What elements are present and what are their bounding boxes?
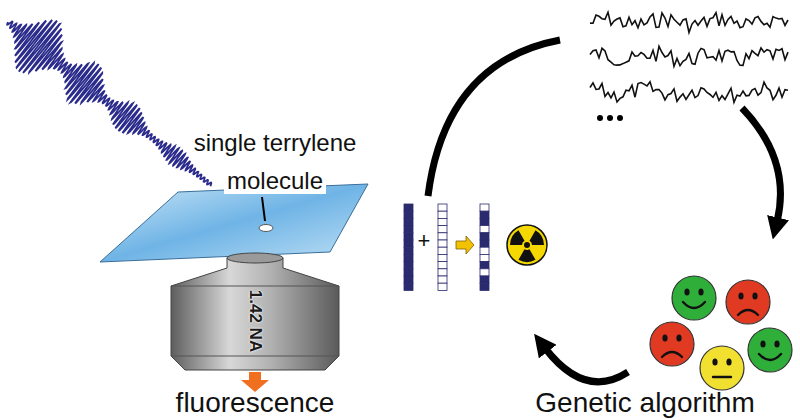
gene-cell [404,269,413,276]
radiation-symbol [507,225,547,265]
gene-cell [480,240,489,247]
gene-cell [438,218,447,225]
face-disc [700,346,744,390]
leader-line [262,197,265,221]
ellipsis-dots [597,115,623,121]
glass-slide [100,184,368,262]
gene-cell [480,211,489,218]
face-mouth [738,310,758,315]
fluorescence-label: fluorescence [120,388,390,418]
crossover-arrow [456,236,474,254]
chromosome-bars [404,204,489,290]
gene-cell [404,240,413,247]
waveform-trace [590,12,788,32]
radiation-blade [510,230,525,245]
gene-cell [438,247,447,254]
pulse-trace [7,20,211,186]
objective-body [171,258,339,370]
gene-cell [480,283,489,290]
face-eye [712,358,717,365]
cycle-arrow [742,108,780,222]
dot [617,115,623,121]
cycle-arrow [545,348,628,382]
gene-cell [480,204,489,211]
gene-cell [438,283,447,290]
waveforms [590,12,788,102]
objective-lens: 1.42 NA [165,252,345,374]
molecule-dot [259,225,273,232]
face-disc [748,328,792,372]
face-mouth [683,302,705,308]
gene-cell [404,247,413,254]
gene-cell [404,211,413,218]
gene-cell [438,269,447,276]
face [672,276,716,320]
gene-cell [438,204,447,211]
gene-cell [438,240,447,247]
gene-cell [404,218,413,225]
gene-cell [480,247,489,254]
face-eye [676,334,681,341]
gene-cell [438,262,447,269]
face-mouth [713,376,731,378]
crossover-plus: + [414,228,434,254]
cycle-arc [428,40,560,196]
radiation-center [524,242,530,248]
face-eye [726,358,731,365]
face-eye [738,292,743,299]
molecule-label: single terrylene molecule [165,124,385,200]
radiation-blade [530,230,545,245]
face [726,280,770,324]
face [700,346,744,390]
cycle-title: Genetic algorithm [500,388,790,418]
face-mouth [759,354,781,360]
gene-cell [404,283,413,290]
face-eye [760,340,765,347]
gene-cell [404,226,413,233]
gene-cell [438,254,447,261]
gene-cell [480,262,489,269]
waveform-trace [590,82,788,103]
laser-pulse [7,20,211,186]
face-disc [650,322,694,366]
gene-cell [404,233,413,240]
face-eye [684,288,689,295]
gene-cell [480,269,489,276]
gene-cell [438,233,447,240]
gene-cell [480,218,489,225]
face-disc [672,276,716,320]
gene-cell [480,233,489,240]
face-eye [774,340,779,347]
face-eye [662,334,667,341]
face-mouth [662,352,682,357]
gene-cell [438,226,447,233]
objective-lens [227,253,283,263]
fluorescence-arrow-shaft [249,372,261,381]
gene-cell [438,211,447,218]
gene-cell [404,276,413,283]
radiation-disc [507,225,547,265]
waveform-trace [590,46,788,66]
dot [597,115,603,121]
face [650,322,694,366]
face-disc [726,280,770,324]
face-eye [698,288,703,295]
gene-cell [404,254,413,261]
face-eye [752,292,757,299]
objective-label: 1.42 NA [245,290,265,352]
dot [607,115,613,121]
face [748,328,792,372]
gene-cell [480,226,489,233]
gene-cell [480,276,489,283]
label-patch: single terrylene molecule [191,129,360,194]
gene-cell [404,204,413,211]
gene-cell [438,276,447,283]
objective-ring [171,356,339,357]
radiation-blade [519,249,536,262]
gene-cell [480,254,489,261]
gene-cell [404,262,413,269]
fitness-faces [650,276,792,390]
objective-ring [171,286,339,287]
